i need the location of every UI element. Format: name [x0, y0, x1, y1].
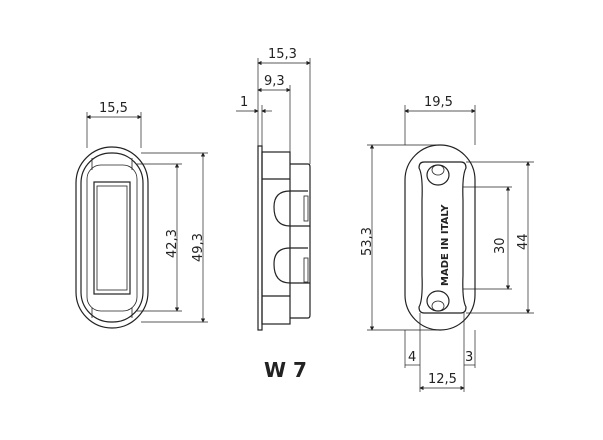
model-title: W 7	[264, 358, 307, 382]
side-plate-thickness-label: 1	[240, 95, 248, 110]
front-view: 15,5 42,3 49,3	[75, 101, 208, 329]
hole-spacing-label: 30	[493, 237, 508, 254]
front-width-label: 15,5	[99, 101, 128, 116]
outer-oval	[75, 146, 149, 329]
strike-inner-width-label: 12,5	[428, 372, 457, 387]
strike-inner-height-label: 44	[516, 233, 531, 250]
side-body-depth-label: 9,3	[264, 74, 285, 89]
side-view: 15,3 9,3 1	[236, 47, 311, 331]
made-in-italy-stamp: MADE IN ITALY	[440, 204, 451, 286]
front-inner-height-label: 42,3	[165, 229, 180, 258]
strike-view: MADE IN ITALY 19,5 53,3 30 44 4 3 12,5	[360, 95, 534, 392]
right-margin-label: 3	[465, 350, 473, 365]
side-total-depth-label: 15,3	[268, 47, 297, 62]
strike-width-label: 19,5	[424, 95, 453, 110]
face-plate	[257, 145, 263, 331]
left-margin-label: 4	[408, 350, 416, 365]
front-outer-height-label: 49,3	[191, 233, 206, 262]
strike-height-label: 53,3	[360, 227, 375, 256]
